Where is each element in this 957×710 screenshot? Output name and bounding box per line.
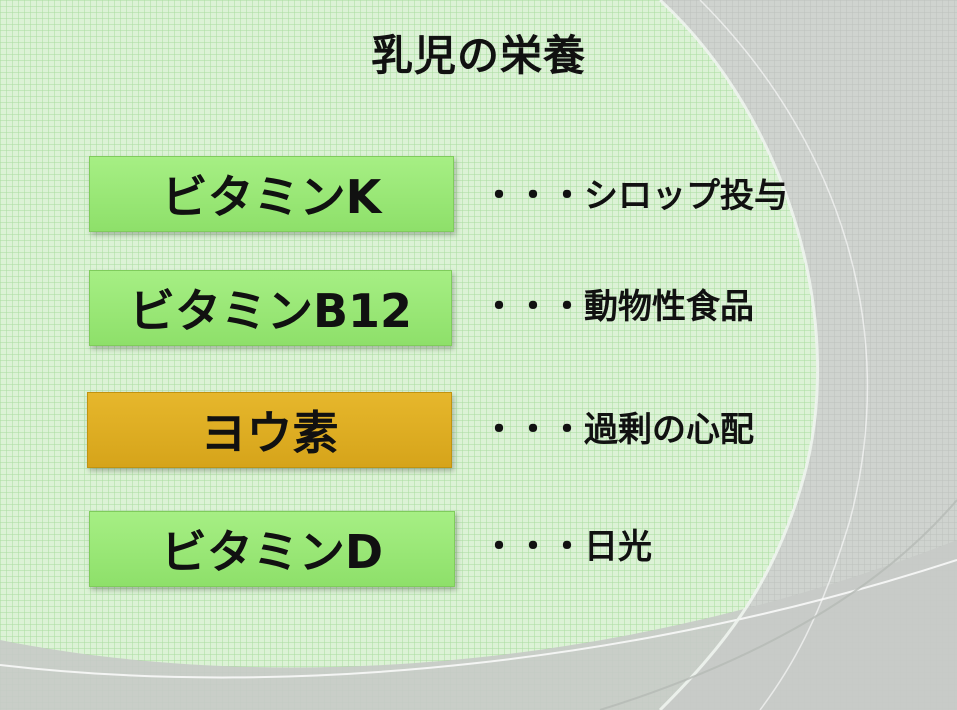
term-box-vitamin-d: ビタミンD (89, 511, 455, 587)
term-description: ・・・動物性食品 (482, 287, 754, 327)
term-description: ・・・日光 (482, 527, 652, 567)
term-label: ヨウ素 (200, 406, 339, 460)
slide-title: 乳児の栄養 (370, 31, 586, 80)
term-label: ビタミンD (160, 525, 384, 579)
term-box-vitamin-b12: ビタミンB12 (89, 270, 452, 346)
term-label: ビタミンK (161, 170, 382, 224)
term-box-vitamin-k: ビタミンK (89, 156, 454, 232)
term-label: ビタミンB12 (128, 284, 413, 338)
term-box-iodine: ヨウ素 (87, 392, 452, 468)
term-description: ・・・シロップ投与 (482, 176, 788, 216)
term-description: ・・・過剰の心配 (482, 410, 754, 450)
